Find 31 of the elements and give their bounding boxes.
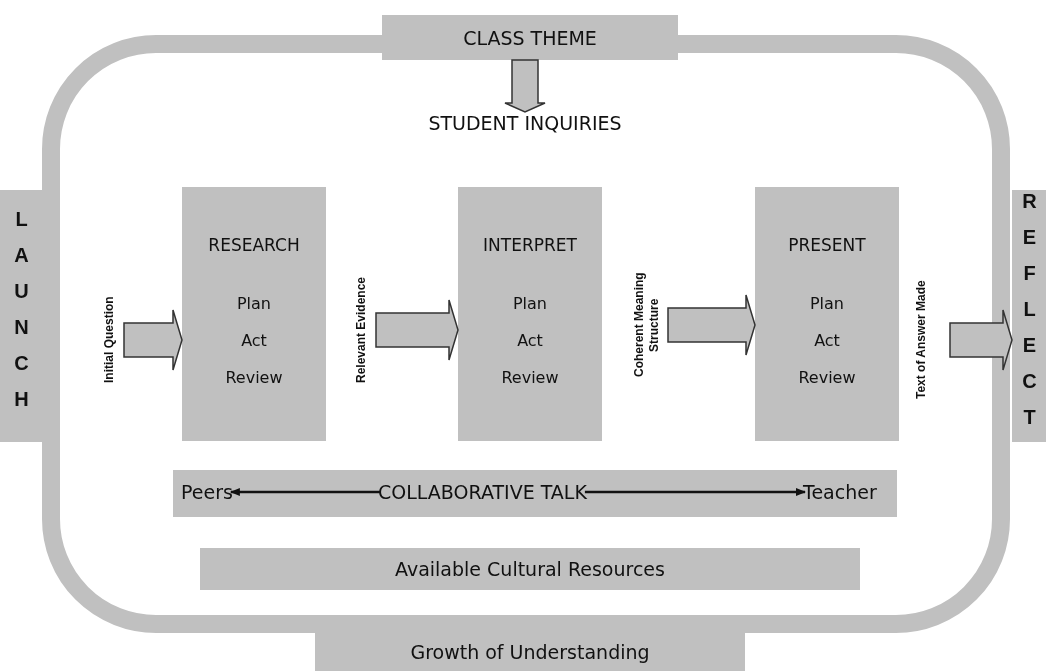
- participant-label: Teacher: [803, 481, 877, 503]
- stage-box: [755, 187, 899, 441]
- arrow: [229, 488, 380, 496]
- flow-label: Initial Question: [102, 270, 124, 410]
- block-arrow: [667, 294, 756, 356]
- talk-title: COLLABORATIVE TALK: [378, 481, 587, 503]
- outcome-banner: Growth of Understanding: [315, 632, 745, 671]
- flow-label: Relevant Evidence: [354, 255, 376, 405]
- block-arrow: [375, 299, 459, 361]
- phase-bar: [0, 190, 42, 442]
- talk-bar: [173, 470, 897, 517]
- arrow: [584, 488, 806, 496]
- phase-letters: LAUNCH: [9, 208, 33, 424]
- phase-letters: REFLECT: [1017, 190, 1041, 442]
- participant-label: Peers: [181, 481, 233, 503]
- step-list: Plan Act Review: [224, 285, 284, 396]
- step-list: Plan Act Review: [797, 285, 857, 396]
- flow-label: Coherent Meaning Structure: [632, 250, 668, 400]
- stage-title: PRESENT: [788, 235, 866, 255]
- resource-bar: Available Cultural Resources: [200, 548, 860, 590]
- inquiry-heading: STUDENT INQUIRIES: [400, 112, 650, 140]
- block-arrow: [949, 309, 1013, 371]
- flow-label: Text of Answer Made: [914, 280, 950, 400]
- block-arrow: [123, 309, 183, 371]
- stage-title: INTERPRET: [483, 235, 577, 255]
- block-arrow: [504, 59, 546, 113]
- stage-box: [458, 187, 602, 441]
- theme-banner: CLASS THEME: [382, 15, 678, 60]
- stage-title: RESEARCH: [208, 235, 300, 255]
- stage-box: [182, 187, 326, 441]
- step-list: Plan Act Review: [500, 285, 560, 396]
